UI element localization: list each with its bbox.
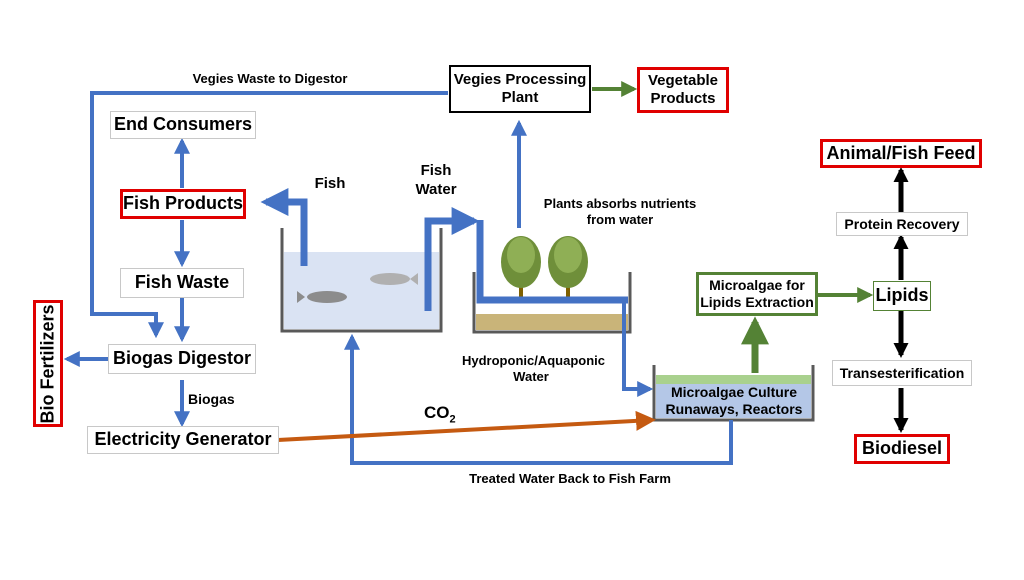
fish-arrow xyxy=(260,188,308,266)
microalgae-lipids-label: Microalgae for Lipids Extraction xyxy=(700,277,814,310)
vegies-processing-plant-label: Vegies Processing Plant xyxy=(453,71,587,106)
vegetable-products-label: Vegetable Products xyxy=(647,72,719,107)
protein-recovery-label: Protein Recovery xyxy=(844,215,960,232)
microalgae-tank xyxy=(652,365,815,422)
fish-water-arrow xyxy=(424,207,480,311)
lipids-box: Lipids xyxy=(873,281,931,311)
fish-water-label: Fish Water xyxy=(415,162,457,198)
transesterification-box: Transesterification xyxy=(832,360,972,386)
end-consumers-label: End Consumers xyxy=(113,114,253,135)
fish-waste-box: Fish Waste xyxy=(120,268,244,298)
treated-water-label: Treated Water Back to Fish Farm xyxy=(469,471,671,486)
protein-recovery-box: Protein Recovery xyxy=(836,212,968,236)
end-consumers-box: End Consumers xyxy=(110,111,256,139)
microalgae-lipids-box: Microalgae for Lipids Extraction xyxy=(696,272,818,316)
transesterification-label: Transesterification xyxy=(839,364,965,381)
co2-arrow xyxy=(277,410,656,442)
bio-fertilizers-box: Bio Fertilizers xyxy=(33,300,63,427)
microalgae-culture-box: Microalgae Culture Runaways, Reactors xyxy=(660,384,808,418)
hydroponic-water-label: Hydroponic/Aquaponic Water xyxy=(462,353,605,385)
bed-to-microalgae-arrow xyxy=(622,300,654,397)
animal-fish-feed-label: Animal/Fish Feed xyxy=(826,142,976,163)
co2-label: CO2 xyxy=(424,402,474,427)
fish-flow-label: Fish xyxy=(314,175,346,192)
fish-products-box: Fish Products xyxy=(120,189,246,219)
fish-icon xyxy=(297,291,347,303)
vegies-waste-label: Vegies Waste to Digestor xyxy=(192,71,348,86)
co2-subscript: 2 xyxy=(449,413,456,426)
animal-fish-feed-box: Animal/Fish Feed xyxy=(820,139,982,168)
fish-icon xyxy=(370,273,418,285)
fish-tank xyxy=(280,228,443,333)
hydroponic-water-line xyxy=(476,220,628,304)
lipids-label: Lipids xyxy=(875,285,929,306)
bio-fertilizers-label: Bio Fertilizers xyxy=(37,303,58,424)
biodiesel-label: Biodiesel xyxy=(861,438,943,459)
biogas-digestor-label: Biogas Digestor xyxy=(112,348,252,369)
vegies-waste-arrow xyxy=(90,91,448,339)
electricity-generator-label: Electricity Generator xyxy=(94,429,272,450)
hydroponic-bed xyxy=(472,272,632,334)
fish-waste-label: Fish Waste xyxy=(134,272,230,293)
biogas-label: Biogas xyxy=(188,391,235,407)
biogas-digestor-box: Biogas Digestor xyxy=(108,344,256,374)
vegetable-products-box: Vegetable Products xyxy=(637,67,729,113)
tree-icon xyxy=(548,236,588,302)
electricity-generator-box: Electricity Generator xyxy=(87,426,279,454)
tree-icon xyxy=(501,236,541,302)
co2-text: CO xyxy=(424,403,450,422)
treated-water-arrow xyxy=(344,333,733,465)
fish-products-label: Fish Products xyxy=(123,193,244,214)
vegies-processing-plant-box: Vegies Processing Plant xyxy=(449,65,591,113)
biodiesel-box: Biodiesel xyxy=(854,434,950,464)
plants-absorb-label: Plants absorbs nutrients from water xyxy=(543,196,697,228)
microalgae-culture-label: Microalgae Culture Runaways, Reactors xyxy=(665,384,803,417)
